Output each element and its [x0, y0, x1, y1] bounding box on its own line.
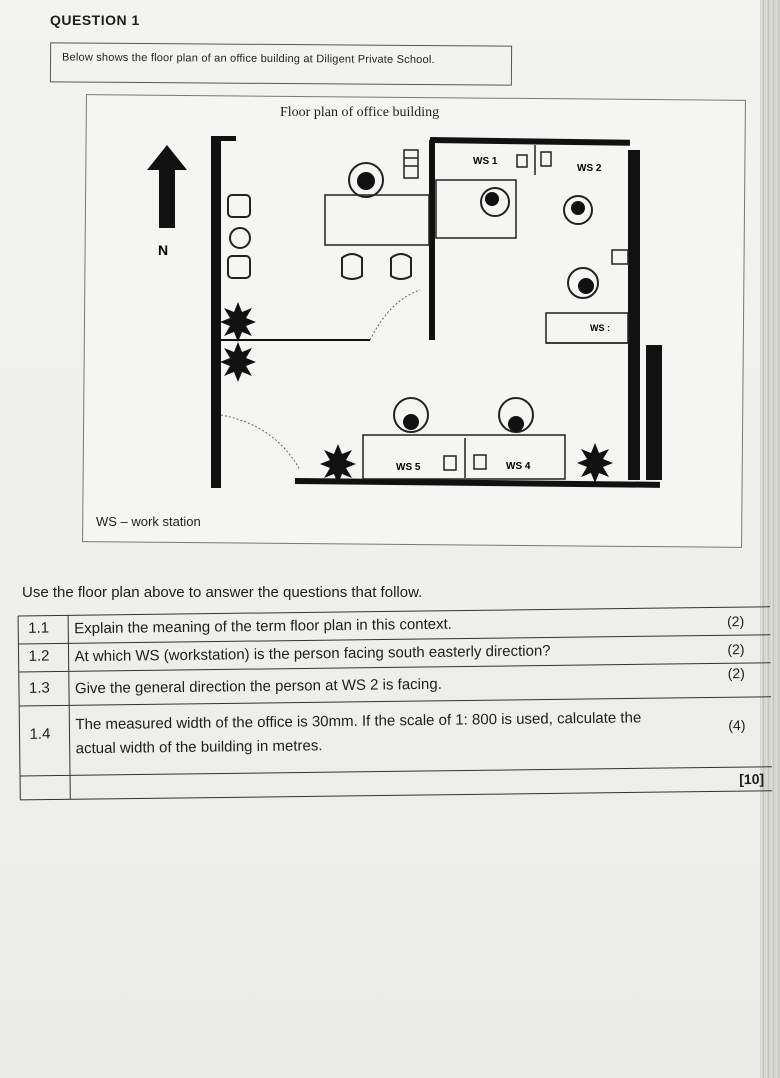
cabinet-icons [227, 194, 251, 279]
page-stack-edge [760, 0, 780, 1078]
east-wall [628, 150, 640, 480]
ws3-desk [545, 312, 629, 344]
plant-icon [577, 443, 613, 483]
question-mark: (2) [727, 641, 745, 658]
chair-icon [341, 253, 412, 280]
computer-icon [403, 149, 419, 179]
west-wall [211, 136, 221, 488]
computer-icon [443, 454, 487, 471]
question-text: The measured width of the office is 30mm… [75, 709, 642, 758]
ws4-ws5-desk [362, 434, 566, 480]
plant-icon [220, 302, 256, 342]
question-number: 1.1 [28, 619, 50, 637]
computer-icon [516, 151, 552, 168]
ws1-label: WS 1 [473, 156, 498, 167]
person-chair-icon [498, 397, 534, 433]
person-chair-icon [348, 162, 384, 198]
person-chair-icon [567, 267, 599, 299]
instruction-text: Use the floor plan above to answer the q… [22, 584, 423, 601]
ws4-label: WS 4 [506, 461, 531, 472]
floor-plan-title: Floor plan of office building [280, 105, 440, 120]
plant-icon [220, 342, 256, 382]
ws5-label: WS 5 [396, 462, 421, 473]
question-mark: (2) [726, 613, 745, 630]
person-chair-icon [563, 195, 593, 225]
north-arrow-icon [147, 145, 187, 228]
plant-icon [320, 444, 356, 484]
person-chair-icon [393, 397, 429, 433]
table-grid [17, 606, 773, 801]
north-label: N [158, 242, 168, 258]
question-number: 1.4 [29, 725, 51, 743]
south-wall [294, 478, 660, 488]
question-number: 1.2 [28, 647, 50, 665]
ws1-desk [435, 179, 517, 239]
floor-plan-diagram: N WS 1 [147, 136, 662, 488]
east-wall-block [646, 345, 662, 480]
person-chair-icon [480, 187, 510, 217]
north-wall-right [429, 137, 630, 146]
ws3-label: WS : [590, 323, 610, 333]
partition-wall [429, 140, 435, 340]
question-mark: (2) [727, 665, 745, 682]
plan-legend: WS – work station [96, 514, 201, 529]
ws2-label: WS 2 [577, 163, 602, 174]
question-heading: QUESTION 1 [50, 12, 140, 28]
north-wall-left [211, 136, 236, 141]
total-marks: [10] [739, 770, 765, 788]
question-mark: (4) [728, 717, 746, 734]
desk [324, 194, 430, 246]
question-number: 1.3 [28, 679, 50, 697]
questions-table: 1.1 Explain the meaning of the term floo… [14, 601, 773, 810]
computer-icon [611, 249, 629, 265]
